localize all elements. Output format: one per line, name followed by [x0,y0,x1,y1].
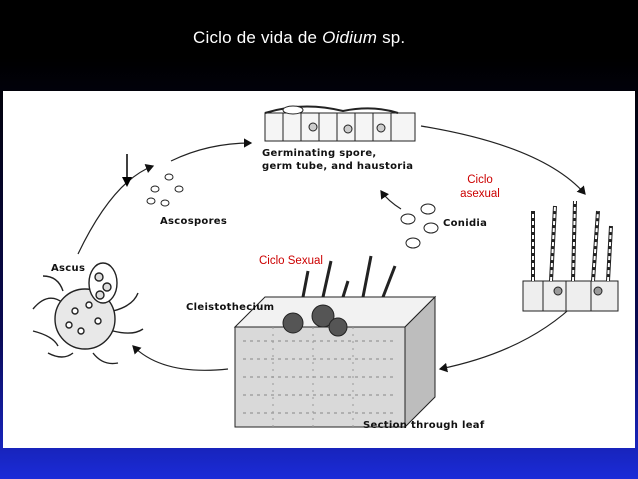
title-prefix: Ciclo de vida de [193,28,323,47]
cycle-arrows [77,125,586,373]
ascus-illustration [32,262,144,365]
arrow-to-section [438,300,579,373]
leaf-section-illustration [233,255,437,429]
arrow-conidia-to-germ [380,190,402,210]
slide-title: Ciclo de vida de Oidium sp. [193,28,405,48]
germinating-label-line1: Germinating spore, [262,148,377,159]
ascus-label: Ascus [51,263,86,274]
arrow-to-ascospores [77,164,155,255]
life-cycle-diagram: Germinating spore, germ tube, and hausto… [3,91,635,448]
asexual-annotation-line1: Ciclo [467,174,493,186]
conidia-illustration [400,203,439,249]
arrow-to-ascus [132,345,229,371]
arrow-to-conidiophores [420,125,586,195]
ascospores-label: Ascospores [160,216,228,227]
germinating-label-line2: germ tube, and haustoria [262,161,414,172]
asexual-cycle-annotation: Ciclo asexual [455,173,505,201]
arrow-to-germinating [170,138,253,162]
title-suffix: sp. [377,28,406,47]
conidia-label: Conidia [443,218,488,229]
title-genus: Oidium [322,28,378,47]
section-label: Section through leaf [363,420,485,431]
ascospores-illustration [146,173,184,207]
sexual-cycle-annotation: Ciclo Sexual [259,255,323,267]
asexual-annotation-line2: asexual [460,188,500,200]
epidermis-cells-illustration [264,105,416,142]
cleistothecium-label: Cleistothecium [186,302,275,313]
conidiophores-illustration [522,200,619,312]
diagram-drawing [32,105,619,429]
down-arrow-icon [122,154,132,187]
